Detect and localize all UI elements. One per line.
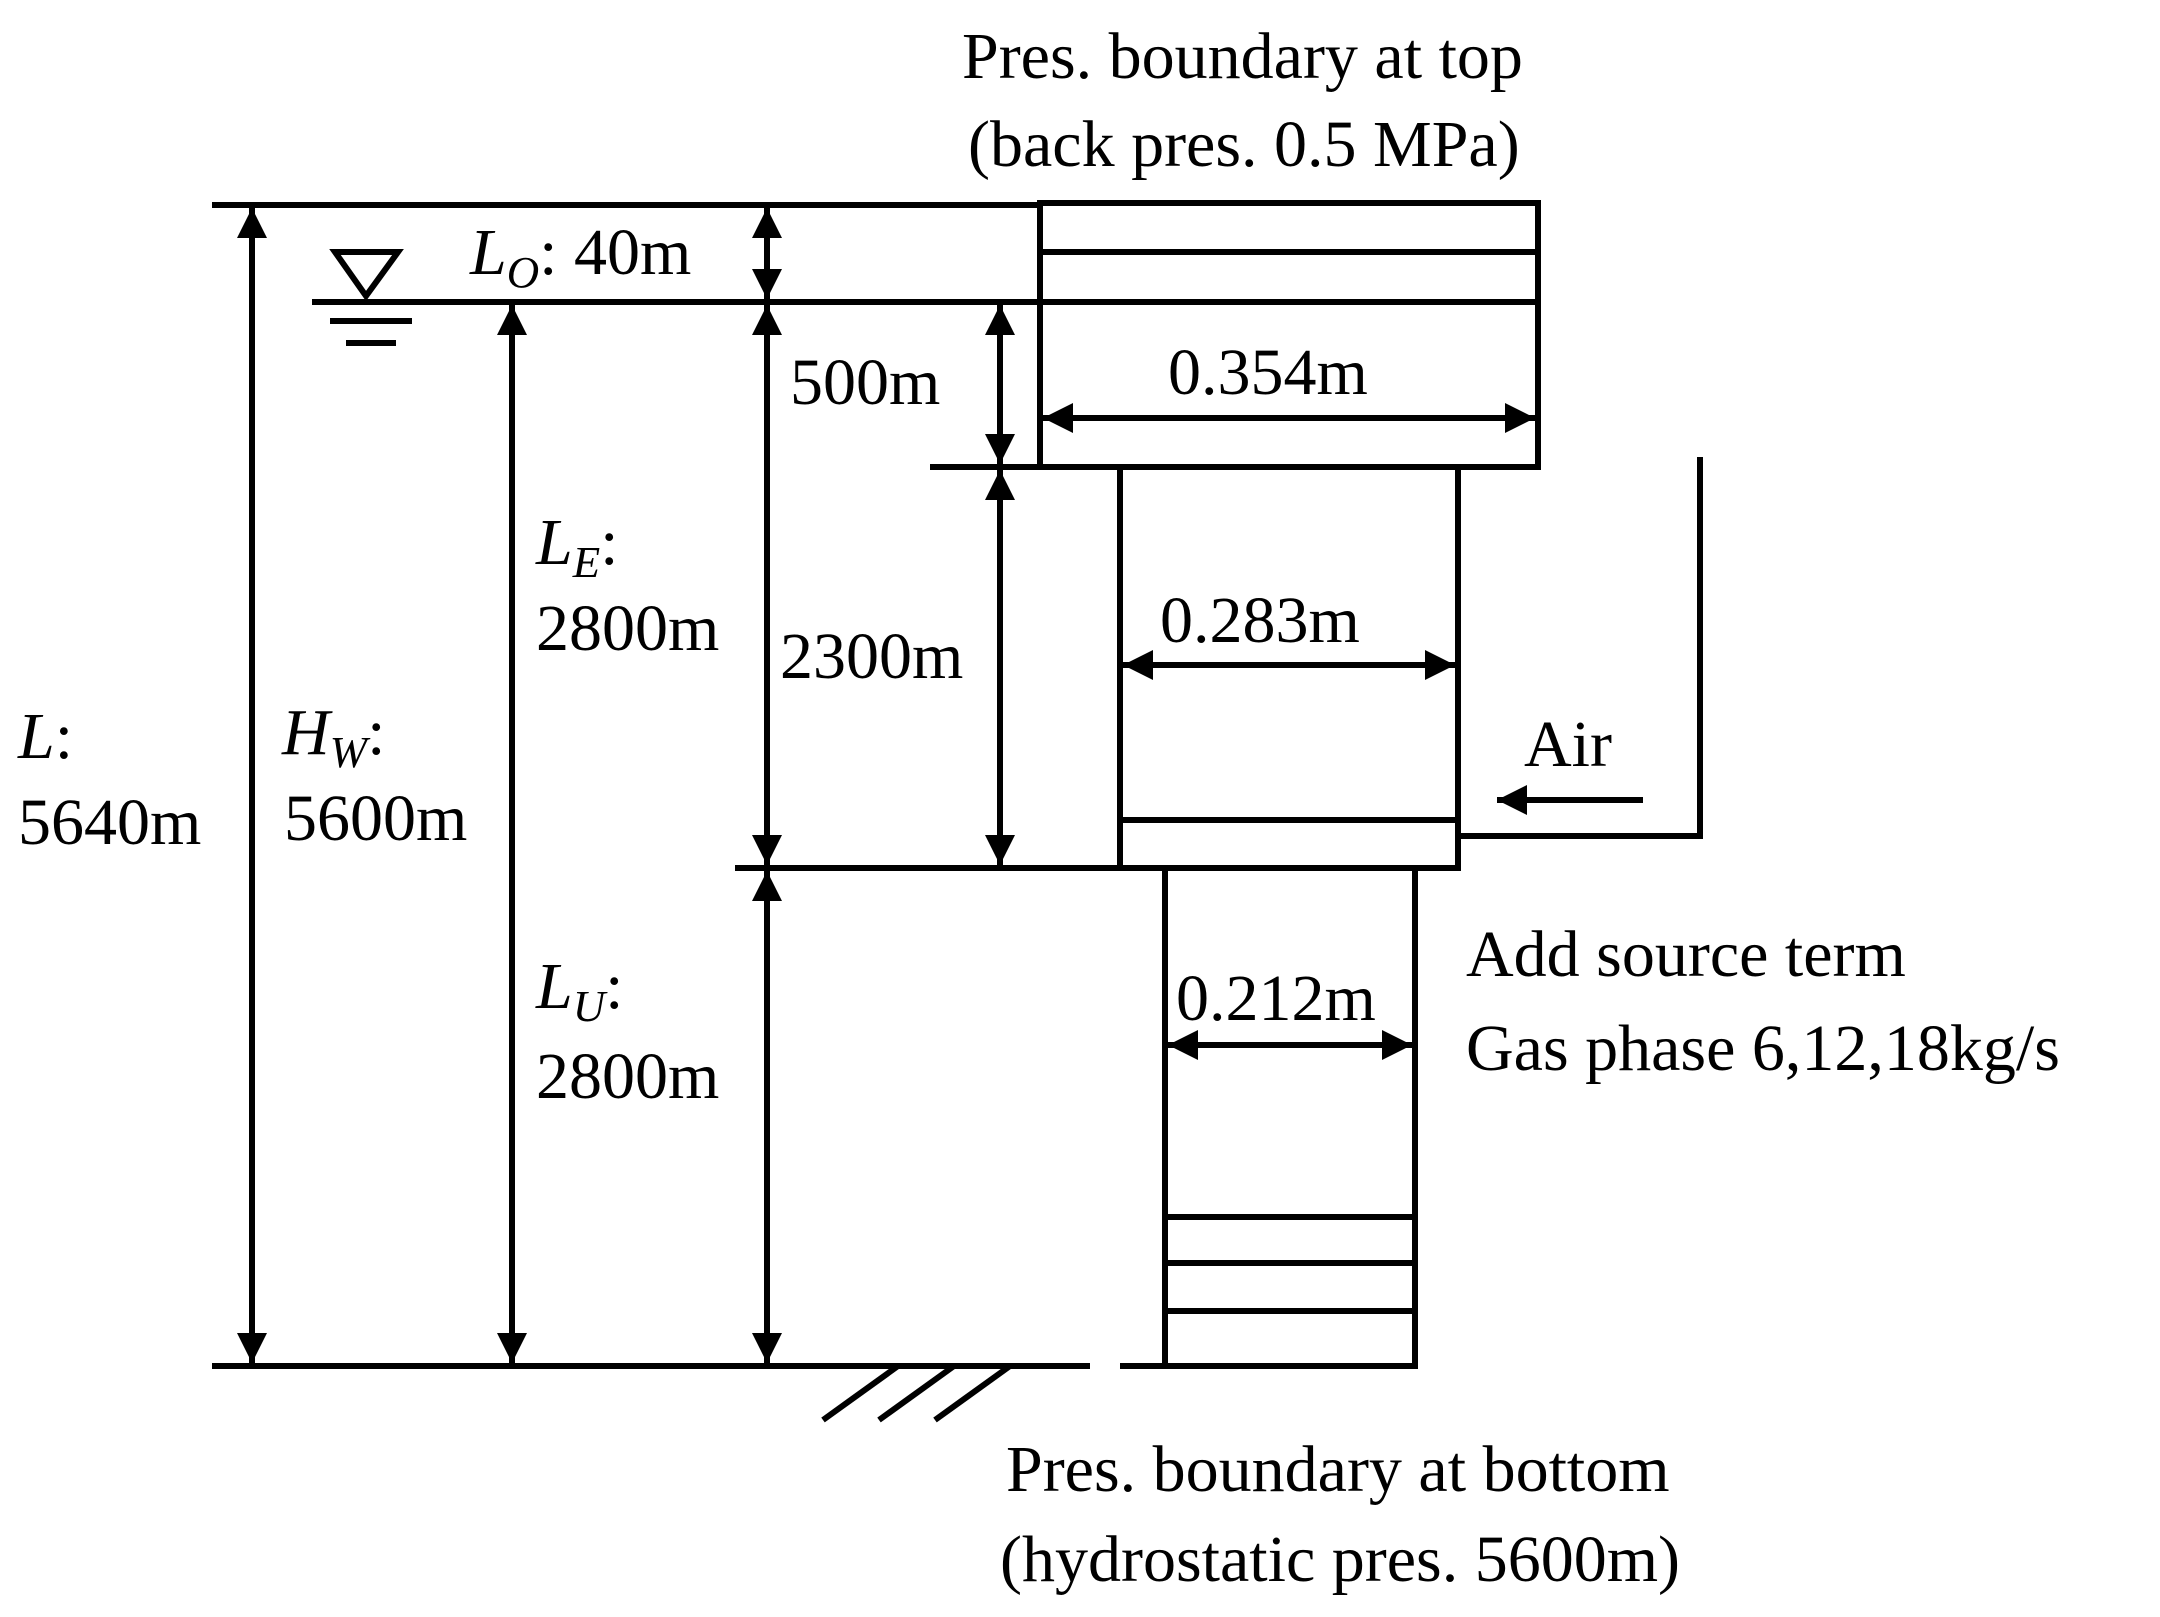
value-L: 5640m	[18, 786, 202, 859]
top-boundary-title: Pres. boundary at top	[962, 20, 1523, 93]
segment-500m-label: 500m	[790, 346, 941, 419]
pipe-lower-section	[1162, 868, 1418, 1369]
gas-phase-label: Gas phase 6,12,18kg/s	[1466, 1012, 2060, 1085]
label-HW: HW:	[282, 696, 386, 777]
pipe-middle-section	[1117, 467, 1461, 871]
label-LU: LU:	[536, 950, 624, 1031]
air-injection-line	[1458, 457, 1703, 839]
air-label: Air	[1524, 708, 1612, 781]
segment-2300m-label: 2300m	[780, 620, 964, 693]
bottom-boundary-subtitle: (hydrostatic pres. 5600m)	[1000, 1523, 1681, 1596]
value-LE: 2800m	[536, 592, 720, 665]
diameter-middle-label: 0.283m	[1160, 584, 1360, 657]
label-LO: LO: 40m	[470, 216, 692, 297]
label-L: L:	[18, 700, 74, 773]
label-LE: LE:	[536, 506, 619, 587]
diameter-bottom-label: 0.212m	[1176, 962, 1376, 1035]
top-boundary-subtitle: (back pres. 0.5 MPa)	[968, 108, 1520, 181]
value-HW: 5600m	[284, 782, 468, 855]
bottom-boundary-title: Pres. boundary at bottom	[1006, 1433, 1670, 1506]
pipe-upper-section	[1037, 200, 1541, 470]
diameter-top-label: 0.354m	[1168, 336, 1368, 409]
water-level-icon	[329, 249, 412, 346]
value-LU: 2800m	[536, 1040, 720, 1113]
ground-hatch-icon	[821, 1363, 1012, 1423]
source-term-label: Add source term	[1466, 918, 1906, 991]
